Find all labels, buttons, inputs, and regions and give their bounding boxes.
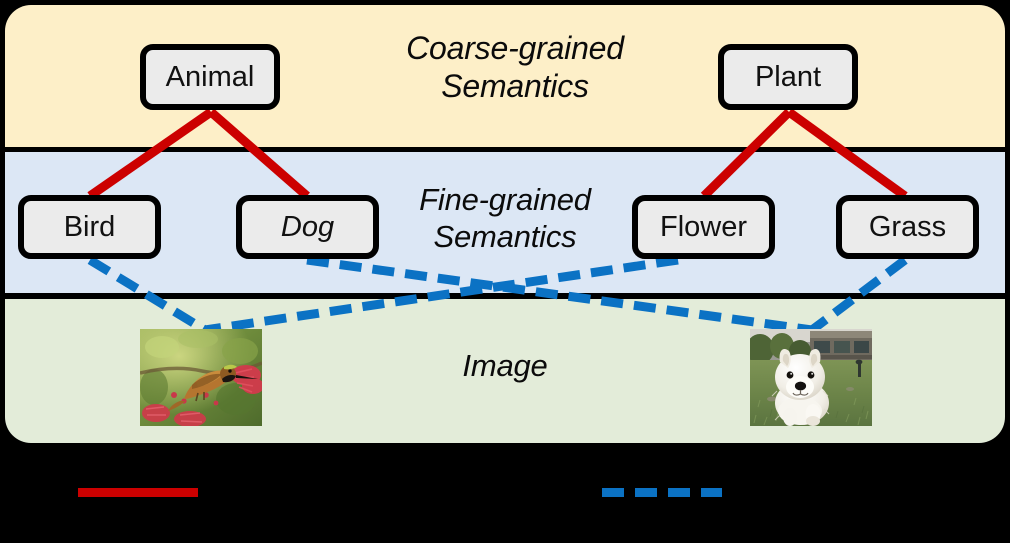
band-label-image: Image (462, 348, 548, 383)
image-thumbnail-dog (750, 329, 872, 426)
node-dog-label: Dog (280, 210, 335, 243)
node-flower[interactable]: Flower (632, 195, 775, 259)
node-dog[interactable]: Dog (236, 195, 379, 259)
node-flower-label: Flower (659, 210, 747, 243)
legend-swatch-solid-red-line (78, 487, 198, 497)
image-thumbnail-bird (140, 329, 262, 426)
node-plant[interactable]: Plant (718, 44, 858, 110)
node-grass[interactable]: Grass (836, 195, 979, 259)
legend-swatch-dashed-blue-line (602, 487, 722, 497)
legend-entry-dashed-blue (602, 472, 736, 512)
node-grass-label: Grass (868, 210, 947, 243)
band-label-fine-semantics: Fine-grained Semantics (419, 182, 591, 254)
node-animal-label: Animal (165, 60, 255, 93)
node-bird-label: Bird (63, 210, 116, 243)
legend-entry-solid-red (78, 472, 212, 512)
band-label-coarse-semantics: Coarse-grained Semantics (406, 30, 624, 104)
bird-photo-illustration (140, 329, 262, 426)
node-plant-label: Plant (754, 60, 822, 93)
node-animal[interactable]: Animal (140, 44, 280, 110)
dog-photo-illustration (750, 329, 872, 426)
node-bird[interactable]: Bird (18, 195, 161, 259)
legend (0, 443, 1010, 543)
